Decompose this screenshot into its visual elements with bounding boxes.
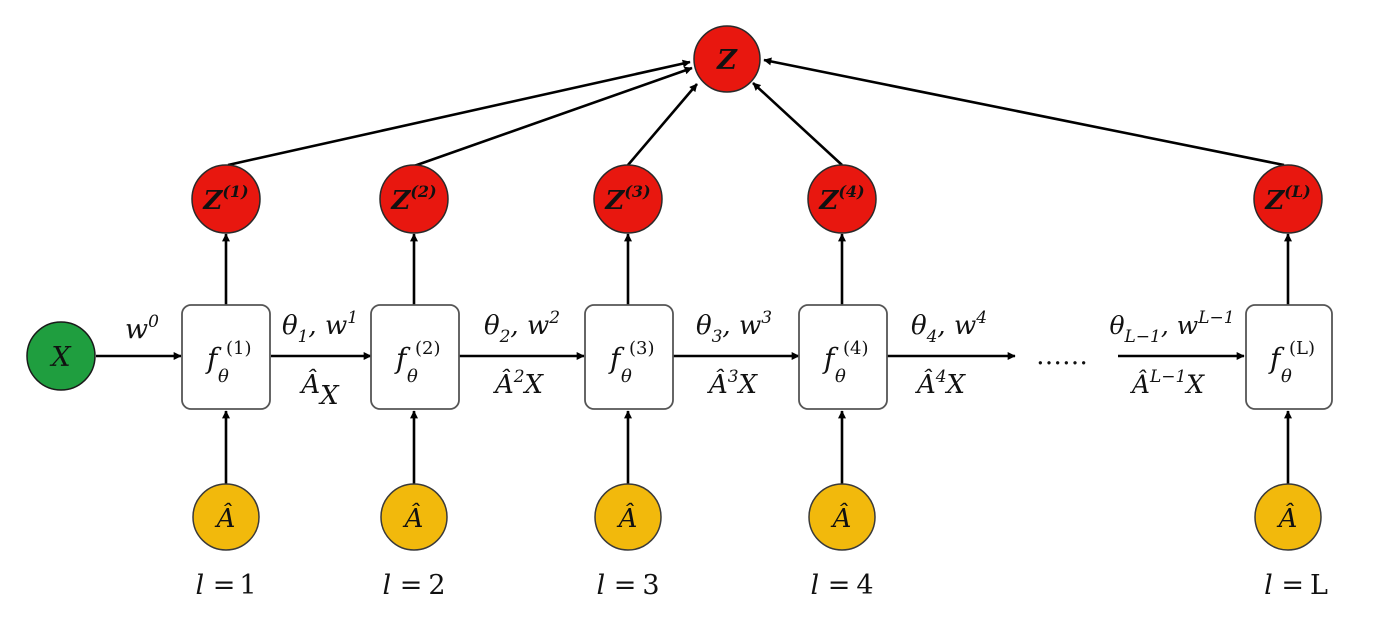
input-weight-label: w0 [125,312,159,345]
layer-output-circle [379,164,449,234]
adjacency-node-circle [380,483,448,551]
edge-top-label: θ4, w4 [911,308,987,347]
layer-function-4: f θ (4) [798,304,888,410]
layer-function-box [181,304,271,410]
svg-text:Z(2): Z(2) [390,182,436,216]
svg-text:Z(L): Z(L) [1264,182,1310,216]
layer-index-3: l =3 [596,570,659,601]
edge-bottom-label: Â4X [915,367,967,400]
edge-label-4: θ4, w4 Â4X [911,308,987,400]
adjacency-node-4: Â [808,483,876,551]
layer-function-box [1245,304,1333,410]
edge-z2-to-z [413,66,693,168]
adjacency-node-label: Â [831,502,852,534]
output-node: Z [693,25,761,93]
adjacency-node-1: Â [192,483,260,551]
layer-output-sup: (L) [1284,182,1310,201]
layer-output-sup: (2) [410,182,436,201]
layer-output-sup: (3) [624,182,650,201]
aggregation-edges [227,57,1285,168]
edge-top-label: θ2, w2 [484,308,560,347]
layer-index-L: l =L [1264,570,1328,601]
layer-function-sub: θ [835,366,846,387]
layer-function-sub: θ [621,366,632,387]
output-node-label: Z [716,45,738,76]
layer-function-sub: θ [1281,366,1292,387]
layer-output-base: Z [390,186,411,216]
adjacency-node-circle [808,483,876,551]
layer-output-node-1: Z(1) [191,164,261,234]
edge-z4-to-z [752,82,843,166]
input-node-circle [26,321,96,391]
layer-output-sup: (1) [222,182,248,201]
edge-bottom-label: ÂL−1X [1130,367,1205,399]
layer-output-base: Z [1264,186,1285,216]
layer-function-sub: θ [218,366,229,387]
output-node-circle [693,25,761,93]
layer-output-circle [191,164,261,234]
adjacency-node-label: Â [617,502,638,534]
layer-index-4: l =4 [810,570,873,601]
layer-output-circle [593,164,663,234]
adjacency-node-label: Â [215,502,236,534]
layer-output-base: Z [604,186,625,216]
layer-function-box [798,304,888,410]
svg-text:Z(4): Z(4) [818,182,864,216]
layer-function-sub: θ [407,366,418,387]
layer-output-node-2: Z(2) [379,164,449,234]
edge-label-1: θ1, w1 ÂX [282,308,358,411]
input-node: X [26,321,96,391]
edge-top-label: θ1, w1 [282,308,358,347]
adjacency-node-circle [192,483,260,551]
edge-z3-to-z [627,83,698,166]
edge-bottom-label: ÂX [299,368,340,411]
layer-function-2: f θ (2) [370,304,460,410]
edge-bottom-label: Â3X [707,367,759,400]
edge-top-label: θL−1, wL−1 [1109,308,1234,347]
adjacency-node-L: Â [1254,483,1322,551]
layer-function-sup: (2) [415,338,441,359]
edge-z1-to-z [227,59,691,167]
layer-function-sup: (1) [226,338,252,359]
svg-text:Z(3): Z(3) [604,182,650,216]
input-node-label: X [49,342,72,373]
adjacency-node-circle [1254,483,1322,551]
layer-output-circle [1253,164,1323,234]
layer-function-box [584,304,674,410]
edge-bottom-label: Â2X [493,367,545,400]
layer-function-1: f θ (1) [181,304,271,410]
adjacency-node-2: Â [380,483,448,551]
edge-label-last: θL−1, wL−1 ÂL−1X [1109,308,1234,399]
layer-index-2: l =2 [382,570,445,601]
edge-top-label: θ3, w3 [696,308,772,347]
edge-label-2: θ2, w2 Â2X [484,308,560,400]
layer-output-sup: (4) [838,182,864,201]
layer-function-sup: (L) [1289,338,1315,359]
edge-zL-to-z [763,57,1285,167]
ellipsis-label: …… [1036,341,1088,371]
adjacency-node-label: Â [1277,502,1298,534]
layer-index-1: l =1 [195,570,256,601]
svg-text:Z(1): Z(1) [202,182,248,216]
layer-function-sup: (3) [629,338,655,359]
layer-output-node-4: Z(4) [807,164,877,234]
layer-function-box [370,304,460,410]
layer-output-node-L: Z(L) [1253,164,1323,234]
layer-output-circle [807,164,877,234]
edge-label-3: θ3, w3 Â3X [696,308,772,400]
layer-output-node-3: Z(3) [593,164,663,234]
layer-function-L: f θ (L) [1245,304,1333,410]
layer-function-sup: (4) [843,338,869,359]
vertical-edges [222,233,1292,484]
adjacency-node-3: Â [594,483,662,551]
layer-function-3: f θ (3) [584,304,674,410]
layer-output-base: Z [202,186,223,216]
adjacency-node-label: Â [403,502,424,534]
layer-output-base: Z [818,186,839,216]
adjacency-node-circle [594,483,662,551]
